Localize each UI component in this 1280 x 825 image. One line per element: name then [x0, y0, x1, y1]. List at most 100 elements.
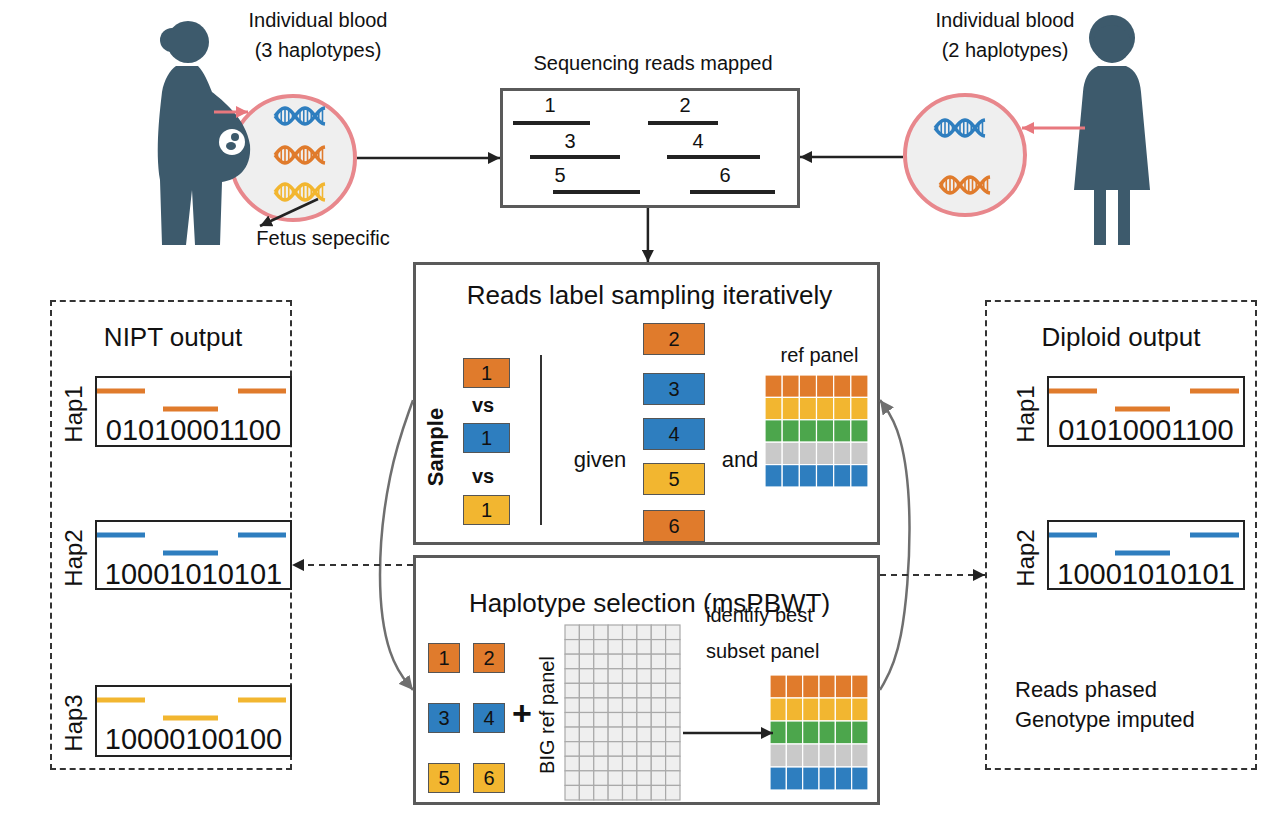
fetus-bubble [219, 129, 245, 155]
panel-cell [608, 683, 622, 698]
panel-cell [623, 771, 637, 786]
panel-cell [666, 698, 680, 713]
panel-cell [799, 420, 816, 442]
read-label-chip: 6 [473, 763, 505, 793]
haplotype-box: Hap101010001100 [1047, 376, 1245, 447]
dna-strand [275, 147, 325, 163]
panel-cell [782, 442, 799, 464]
process-box: Haplotype selection (msPBWT)123456BIG re… [413, 555, 880, 805]
dna-rung [277, 189, 279, 195]
haplotype-segment [238, 533, 286, 538]
read-number: 1 [535, 93, 565, 117]
callout-note: Fetus sepecific [223, 226, 423, 250]
dna-rung [295, 114, 297, 117]
person-hair [1089, 15, 1135, 61]
panel-cell [637, 756, 651, 771]
panel-cell [803, 721, 819, 744]
panel-cell [637, 640, 651, 655]
flow-arrow [800, 156, 903, 159]
output-note: Reads phased Genotype imputed [1015, 675, 1245, 735]
panel-grid [565, 625, 680, 800]
panel-cell [651, 683, 665, 698]
panel-cell [799, 465, 816, 487]
dna-rung [948, 121, 950, 134]
dna-rung [292, 152, 294, 158]
panel-cell [565, 654, 579, 669]
panel-cell [637, 713, 651, 728]
panel-cell [651, 727, 665, 742]
haplotype-name: Hap3 [60, 688, 88, 758]
read-number: 6 [710, 163, 740, 187]
read-label-chip: 5 [643, 463, 705, 495]
dna-rung [944, 120, 946, 136]
panel-heading: Diploid output [987, 321, 1255, 353]
panel-cell [651, 669, 665, 684]
panel-cell [623, 669, 637, 684]
reference-panel: BIG ref panel [568, 628, 683, 803]
read-line [553, 190, 640, 194]
dna-rung [952, 125, 954, 131]
panel-cell [608, 727, 622, 742]
panel-cell [786, 744, 802, 767]
panel-cell [579, 625, 593, 640]
panel-cell [765, 420, 782, 442]
panel-cell [803, 675, 819, 698]
panel-cell [565, 698, 579, 713]
dna-rung [968, 177, 970, 193]
panel-cell [782, 375, 799, 397]
read-number: 6 [644, 511, 704, 541]
dna-strand [275, 108, 325, 124]
panel-cell [623, 713, 637, 728]
haplotype-segment [1190, 533, 1239, 538]
panel-cell [651, 654, 665, 669]
panel-cell [835, 698, 851, 721]
panel-grid [765, 375, 868, 487]
dna-rung [307, 148, 309, 163]
panel-cell [834, 465, 851, 487]
dna-rung [318, 112, 320, 121]
panel-cell [579, 683, 593, 698]
read-number: 4 [474, 704, 504, 732]
panel-cell [637, 654, 651, 669]
panel-cell [651, 785, 665, 800]
dna-strand [275, 184, 325, 200]
loop-arrow [880, 400, 910, 690]
haplotype-segment [1049, 533, 1097, 538]
blood-sample-circle: Individual blood (3 haplotypes) [229, 94, 357, 222]
read-number: 5 [429, 764, 459, 792]
dna-rung [292, 189, 294, 195]
haplotype-name: Hap2 [1012, 523, 1040, 593]
flow-arrow [357, 157, 500, 160]
panel-cell [770, 744, 786, 767]
read-label-chip: 5 [428, 763, 460, 793]
panel-cell [579, 742, 593, 757]
panel-cell [651, 713, 665, 728]
panel-cell [637, 742, 651, 757]
panel-label: BIG ref panel [534, 628, 558, 803]
read-number: 2 [644, 324, 704, 354]
read-number: 3 [555, 129, 585, 153]
panel-cell [835, 744, 851, 767]
panel-cell [765, 375, 782, 397]
read-number: 1 [464, 496, 509, 524]
read-number: 1 [464, 424, 509, 452]
panel-cell [834, 375, 851, 397]
node-heading: Reads label sampling iteratively [416, 279, 883, 311]
panel-cell [637, 625, 651, 640]
panel-grid [770, 675, 868, 790]
connector-layer [292, 157, 985, 733]
panel-cell [819, 744, 835, 767]
art-layer [97, 108, 1239, 800]
sampling-arrow [1022, 127, 1085, 130]
panel-cell [803, 698, 819, 721]
versus-label: vs [463, 393, 503, 417]
panel-cell [623, 640, 637, 655]
panel-cell [666, 654, 680, 669]
dna-rung [322, 185, 324, 200]
panel-cell [786, 698, 802, 721]
condition-label: and [710, 447, 770, 473]
haplotype-box: Hap210001010101 [1047, 520, 1245, 590]
panel-cell [565, 683, 579, 698]
read-label-chip: 2 [473, 643, 505, 673]
person-head [167, 21, 209, 63]
